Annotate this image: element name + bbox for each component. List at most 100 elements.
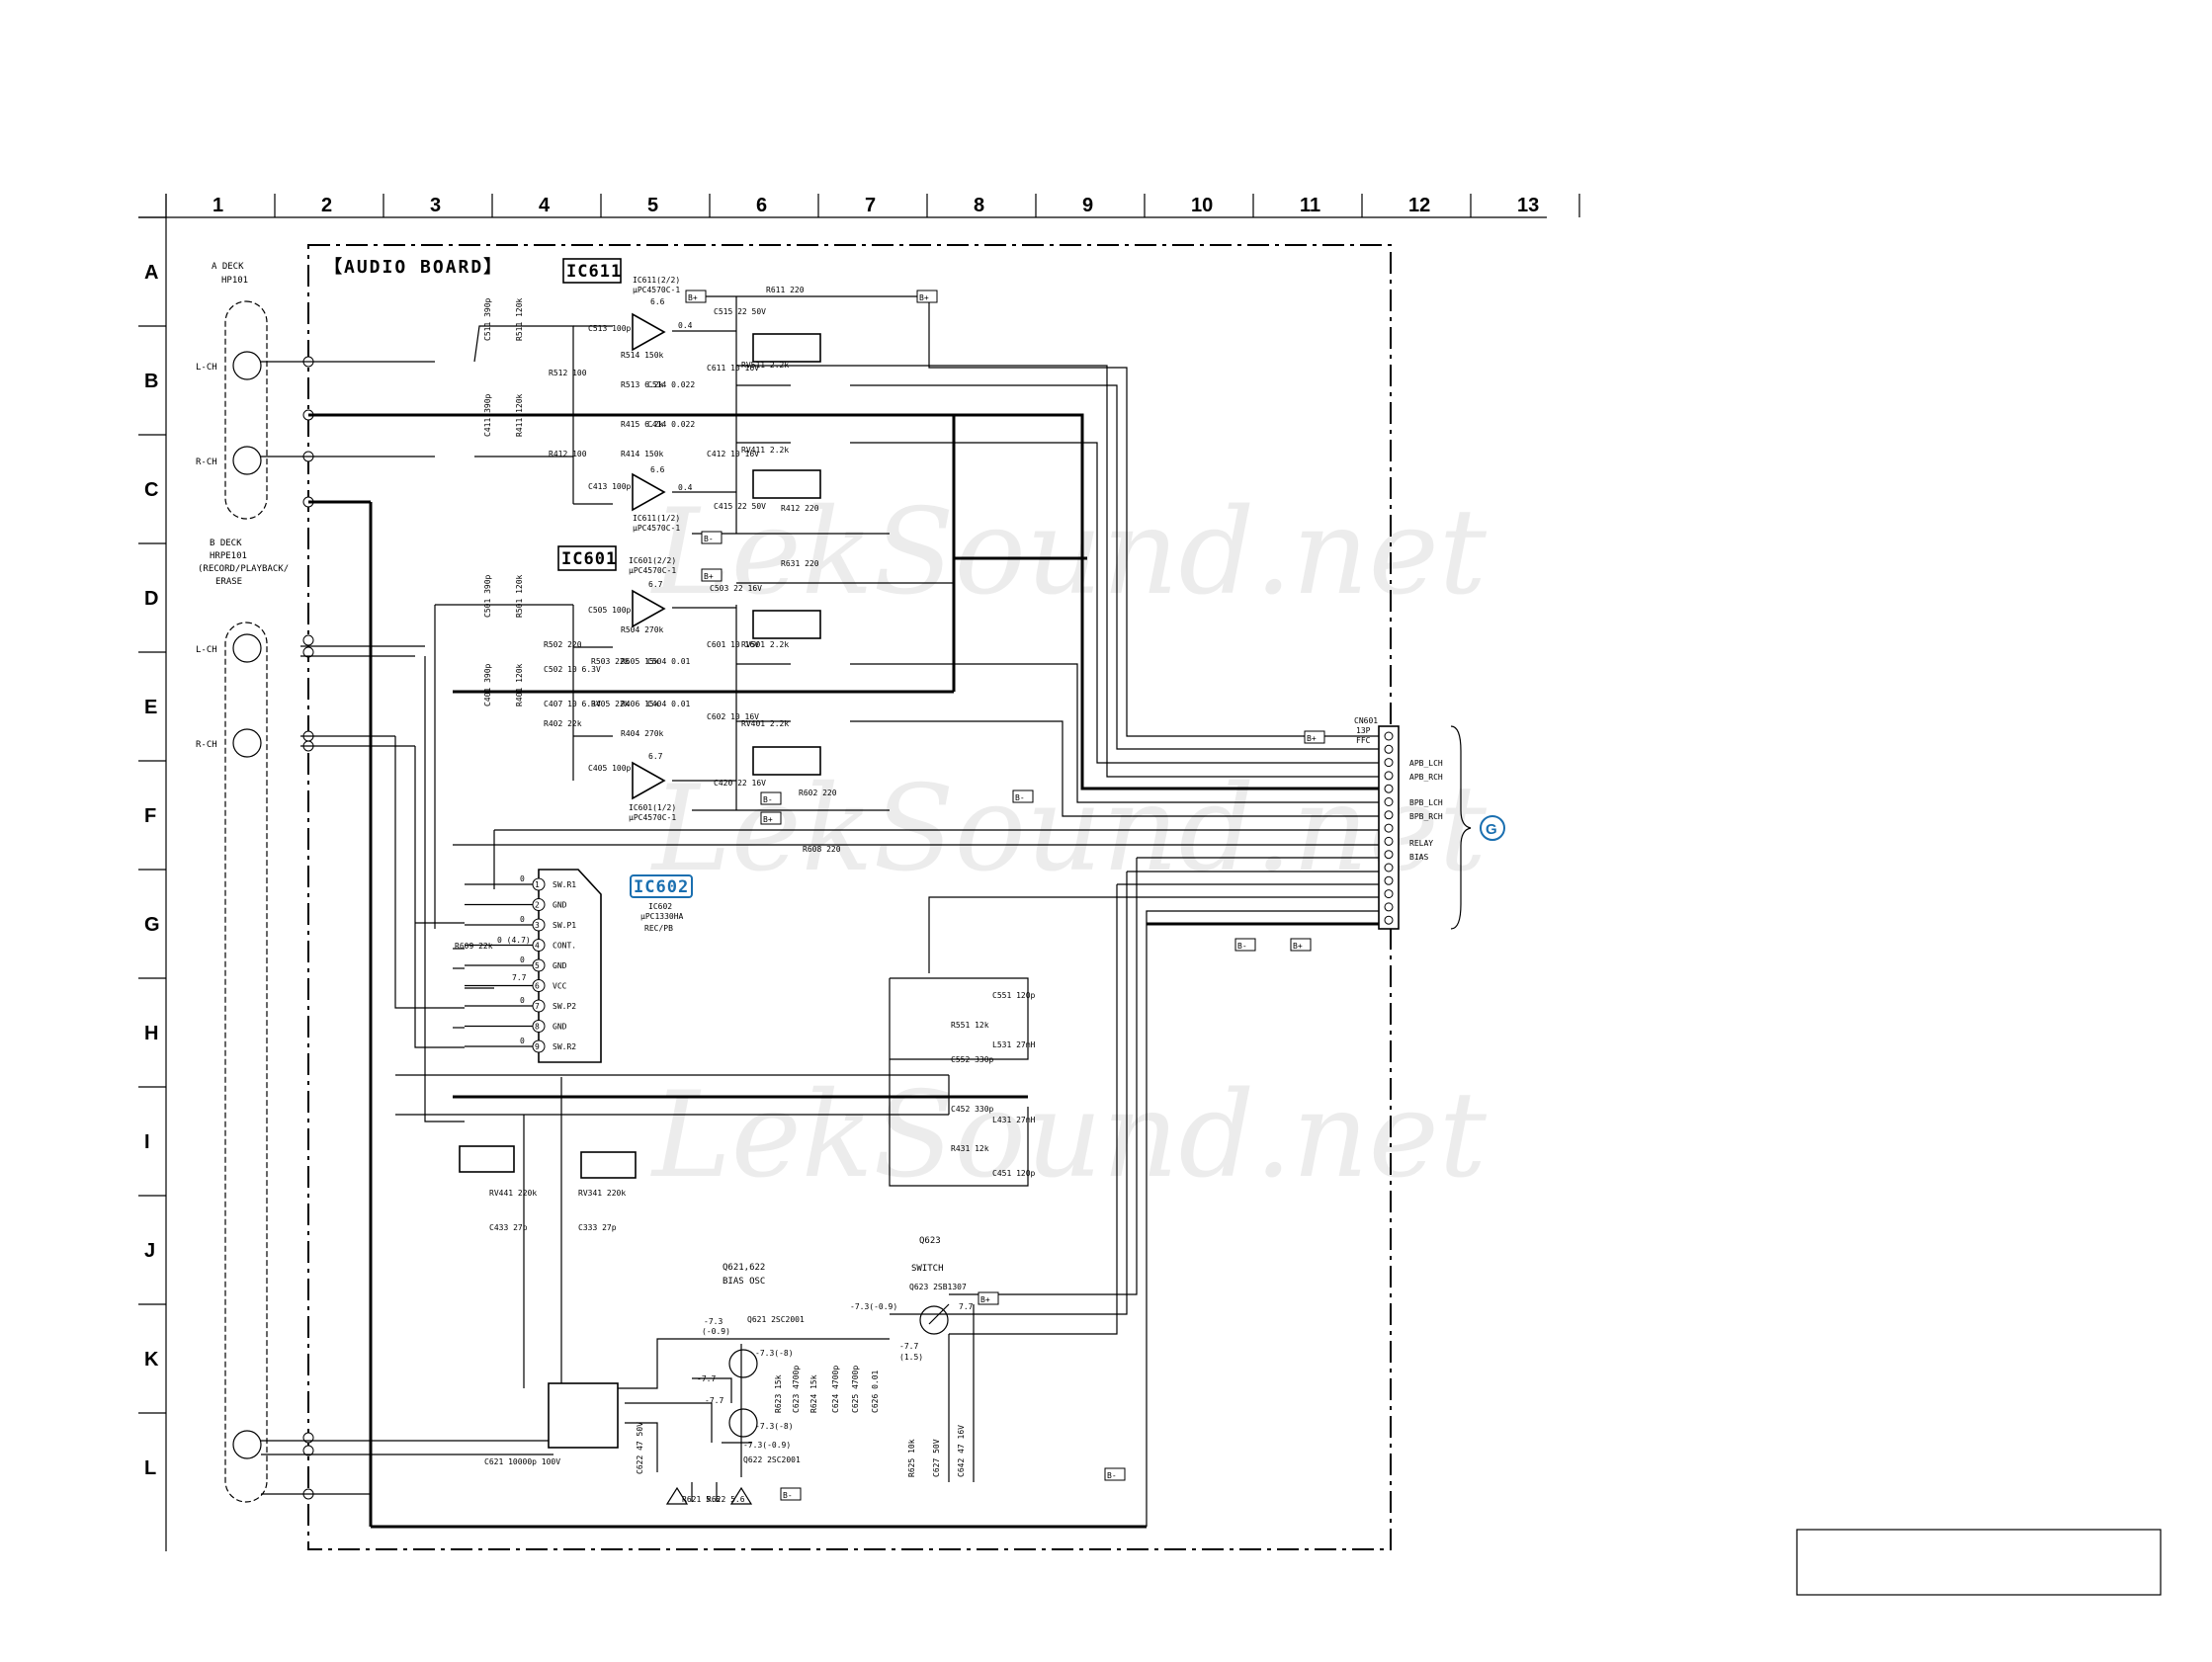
board-title: 【AUDIO BOARD】	[324, 257, 503, 278]
component-c451: C451 120p	[992, 1169, 1036, 1178]
osc-v-j: (1.5)	[899, 1353, 923, 1362]
ic602-func: REC/PB	[644, 924, 673, 933]
component-c333: C333 27p	[578, 1223, 617, 1232]
component-c415: C415 22 50V	[714, 502, 766, 511]
row-label: L	[144, 1457, 156, 1479]
component-r602: R602 220	[799, 789, 837, 797]
component-r401: R401 120k	[515, 663, 524, 706]
cn601-pin	[1384, 836, 1394, 846]
switch-label1: Q623	[919, 1236, 941, 1246]
a-deck: A DECK HP101 L-CH R-CH	[196, 262, 268, 520]
rail-tag: B+	[1293, 942, 1303, 951]
ic601: IC601 IC601(2/2) μPC4570C-1 6.7 6.7 IC60…	[557, 545, 821, 822]
row-label: H	[144, 1023, 158, 1044]
component-c405: C405 100p	[588, 764, 632, 773]
b-deck: B DECK HRPE101 (RECORD/PLAYBACK/ ERASE L…	[196, 539, 289, 1503]
component-rv501: RV501 2.2k	[741, 640, 789, 649]
bias-transformer	[548, 1382, 619, 1449]
component-c627: C627 50V	[932, 1439, 941, 1477]
component-r402: R402 22k	[544, 719, 582, 728]
cn601-pin	[1384, 889, 1394, 899]
component-c504: C504 0.01	[647, 657, 691, 666]
component-q622: Q622 2SC2001	[743, 1455, 801, 1464]
column-label: 4	[539, 195, 551, 216]
ic602-pin-number: 7	[535, 1002, 540, 1011]
warning-icon	[729, 1486, 753, 1505]
row-label: B	[144, 371, 158, 392]
row-label: E	[144, 697, 157, 718]
column-label: 11	[1300, 195, 1320, 216]
component-r412: R412 100	[549, 450, 587, 458]
component-c514: C514 0.022	[647, 380, 695, 389]
component-q623: Q623 2SB1307	[909, 1283, 967, 1291]
cn601-pin	[1384, 863, 1394, 873]
ic602-pin-number: 9	[535, 1042, 540, 1051]
component-r404: R404 270k	[621, 729, 664, 738]
component-c622: C622 47 50V	[636, 1422, 644, 1474]
component-c420: C420 22 16V	[714, 779, 766, 788]
component-r512: R512 100	[549, 369, 587, 377]
component-c602: C602 10 16V	[707, 712, 759, 721]
rail-tag: B-	[1107, 1471, 1117, 1480]
component-c501: C501 390p	[483, 574, 492, 618]
cn601-pin	[1384, 915, 1394, 925]
cn601-pin	[1384, 731, 1394, 741]
component-r505: R505 15k	[621, 657, 659, 666]
component-c433: C433 27p	[489, 1223, 528, 1232]
cn601-label-bias: BIAS	[1409, 853, 1428, 862]
b-deck-title: B DECK	[210, 539, 242, 548]
column-label: 2	[321, 195, 332, 216]
wiring	[261, 295, 1384, 1529]
component-r415: R415 6.2k	[621, 420, 664, 429]
component-c611: C611 10 16V	[707, 364, 759, 373]
component-c404: C404 0.01	[647, 700, 691, 708]
ic602-pin-name: GND	[553, 961, 567, 970]
ic611-title: IC611	[566, 262, 622, 282]
rail-tags: B+B+B-B+B-B+B-B+B-B+B+B-B-	[685, 290, 1325, 1501]
component-r551: R551 12k	[951, 1021, 989, 1030]
component-r622: R622 5.6	[707, 1495, 745, 1504]
column-label: 6	[756, 195, 767, 216]
component-r501: R501 120k	[515, 574, 524, 618]
connector-g-label: G	[1486, 821, 1497, 838]
q621-transistor-icon	[728, 1349, 758, 1378]
rail-tag: B-	[763, 795, 773, 804]
component-rv401: RV401 2.2k	[741, 719, 789, 728]
rail-tag: B+	[763, 815, 773, 824]
cn601-pin	[1384, 784, 1394, 793]
component-r504: R504 270k	[621, 625, 664, 634]
cn601-label-bpb-rch: BPB_RCH	[1409, 812, 1443, 821]
component-r611: R611 220	[766, 286, 805, 294]
ic601-v1: 6.7	[648, 580, 663, 589]
cn601-label-apb-rch: APB_RCH	[1409, 773, 1443, 782]
osc-v-g: -7.3(-0.9)	[850, 1302, 897, 1311]
ic601-sub4: μPC4570C-1	[629, 813, 676, 822]
title-block	[1796, 1529, 2162, 1596]
ic602-pin-number: 8	[535, 1023, 540, 1032]
connector-g-icon	[1480, 815, 1505, 841]
watermark: LekSound.net	[650, 1067, 1488, 1205]
component-r513: R513 6.2k	[621, 380, 664, 389]
ic601-title: IC601	[561, 549, 617, 569]
ic602-pin-name: SW.P1	[553, 921, 576, 930]
row-label: G	[144, 914, 160, 936]
component-r514: R514 150k	[621, 351, 664, 360]
rail-tag: B-	[783, 1491, 793, 1500]
b-rch-head-icon	[232, 728, 262, 758]
component-c515: C515 22 50V	[714, 307, 766, 316]
bias-osc: Q621,622 BIAS OSC Q623 SWITCH -7.3 (-0.9…	[459, 1145, 974, 1505]
cn601-sub1: 13P	[1356, 726, 1371, 735]
component-r623: R623 15k	[774, 1374, 783, 1413]
ic602-part: IC602	[648, 902, 672, 911]
osc-v-e: -7.3(-8)	[755, 1422, 794, 1431]
component-c623: C623 4700p	[792, 1366, 801, 1413]
rch-head-icon	[232, 446, 262, 475]
component-c414: C414 0.022	[647, 420, 695, 429]
column-label: 1	[213, 195, 223, 216]
component-c401: C401 390p	[483, 663, 492, 706]
column-label: 12	[1408, 195, 1430, 216]
